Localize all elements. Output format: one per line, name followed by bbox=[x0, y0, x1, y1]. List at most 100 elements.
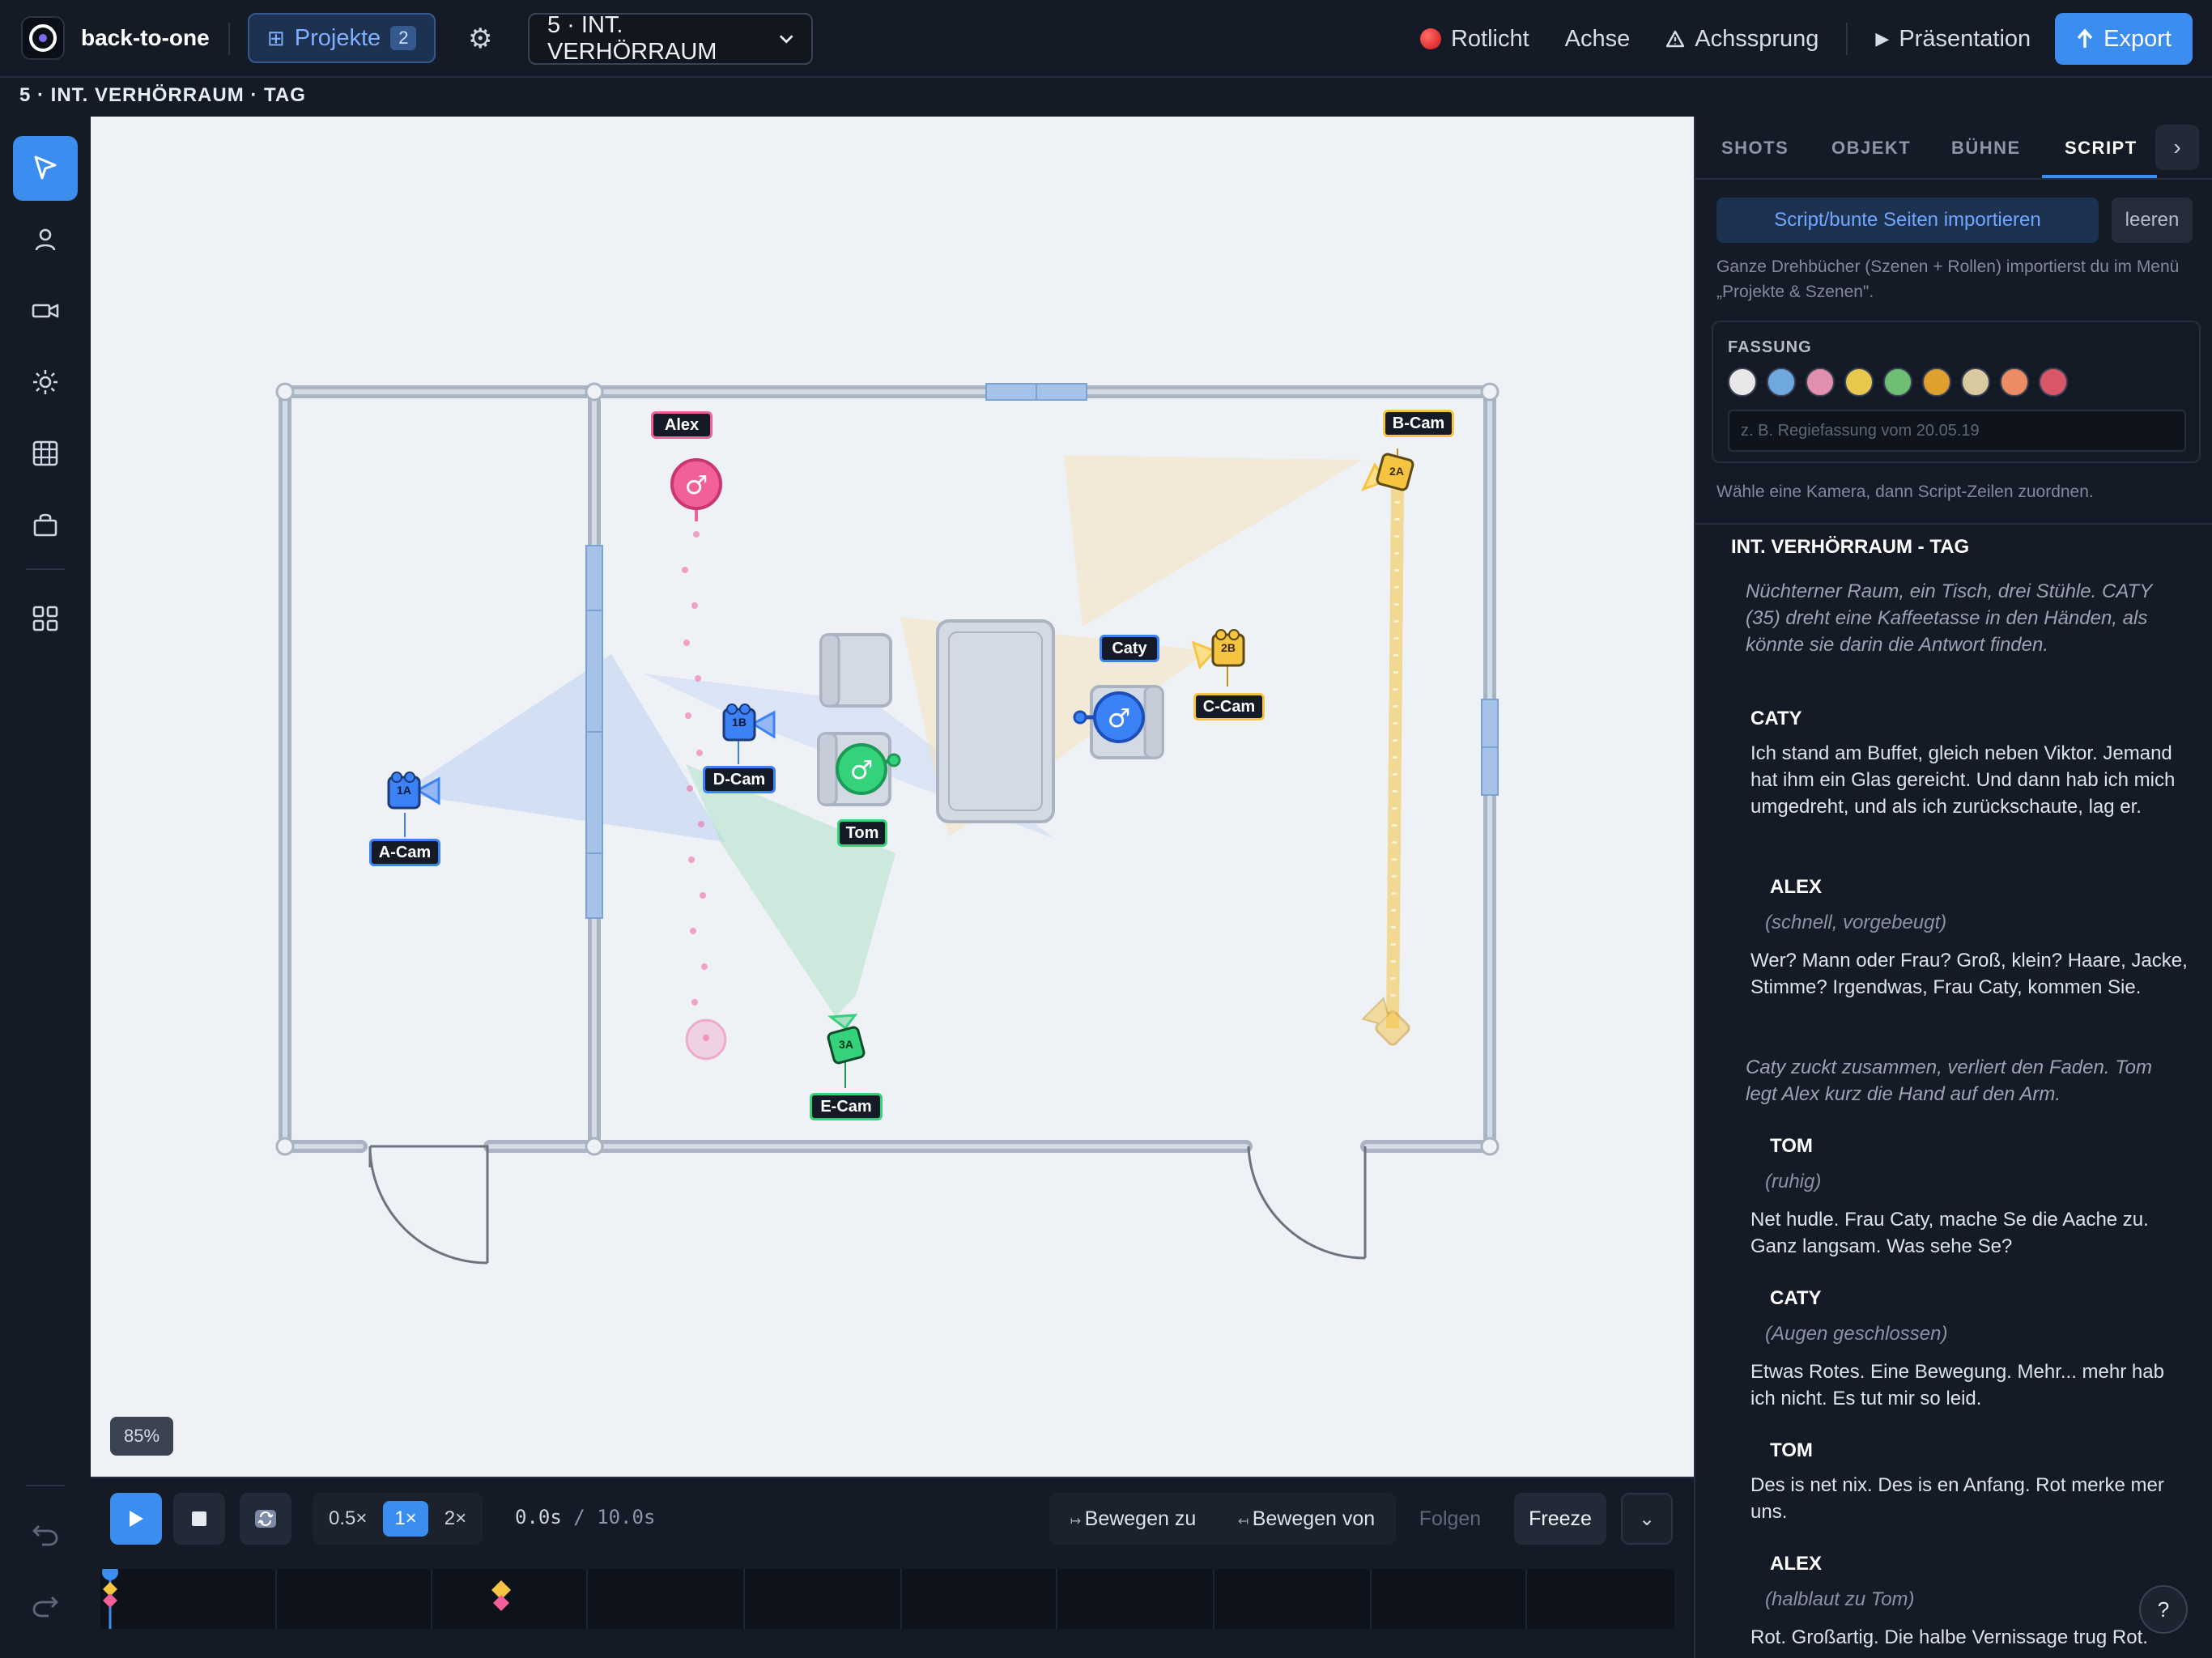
grid-icon: ⊞ bbox=[267, 25, 285, 50]
tab-shots[interactable]: SHOTS bbox=[1721, 138, 1789, 158]
e-cam-label[interactable]: E-Cam bbox=[810, 1093, 883, 1120]
help-button[interactable]: ? bbox=[2139, 1585, 2188, 1634]
divider bbox=[1695, 523, 2212, 525]
alex-figure: ♂ bbox=[670, 458, 722, 521]
axis-jump-button[interactable]: Achssprung bbox=[1648, 13, 1836, 65]
alex-label[interactable]: Alex bbox=[651, 411, 713, 439]
stop-button[interactable] bbox=[173, 1493, 225, 1545]
move-to-button[interactable]: ↦ Bewegen zu bbox=[1070, 1507, 1196, 1531]
keyframe-diamond[interactable] bbox=[493, 1595, 509, 1611]
stop-icon bbox=[192, 1511, 206, 1526]
follow-button[interactable]: Folgen bbox=[1419, 1507, 1482, 1530]
timeline-keyframes bbox=[102, 1569, 511, 1629]
scene-slugline[interactable]: INT. VERHÖRRAUM - TAG bbox=[1731, 536, 1970, 558]
a-cam-label[interactable]: A-Cam bbox=[369, 839, 440, 866]
axis-button[interactable]: Achse bbox=[1547, 13, 1648, 65]
script-character: CATY bbox=[1770, 1287, 1822, 1309]
import-hint: Ganze Drehbücher (Szenen + Rollen) impor… bbox=[1716, 257, 2180, 301]
b-cam-label[interactable]: B-Cam bbox=[1383, 410, 1454, 437]
e-cam-icon bbox=[827, 1014, 866, 1088]
tom-figure: ♂ bbox=[836, 743, 901, 795]
swatch-buff[interactable] bbox=[1961, 368, 1990, 397]
panel-collapse-chevron-icon[interactable]: › bbox=[2155, 125, 2199, 170]
swatch-salmon[interactable] bbox=[2000, 368, 2029, 397]
play-button[interactable] bbox=[110, 1493, 162, 1545]
loop-button[interactable] bbox=[240, 1493, 291, 1545]
swatch-gold[interactable] bbox=[1922, 368, 1951, 397]
caty-label[interactable]: Caty bbox=[1100, 635, 1159, 662]
timeline-track[interactable] bbox=[100, 1569, 1674, 1629]
red-dot-icon bbox=[1419, 28, 1441, 49]
script-dialogue[interactable]: Rot. Großartig. Die halbe Vernissage tru… bbox=[1750, 1626, 2148, 1648]
swatch-blue[interactable] bbox=[1767, 368, 1796, 397]
layout-tool-button[interactable] bbox=[13, 586, 78, 651]
light-tool-button[interactable] bbox=[13, 350, 78, 414]
floor-plan-canvas[interactable]: ♂ ♂ ♂ bbox=[91, 117, 1694, 1477]
redlight-label: Rotlicht bbox=[1450, 25, 1529, 52]
export-button[interactable]: Export bbox=[2055, 13, 2193, 65]
zoom-indicator[interactable]: 85% bbox=[110, 1417, 173, 1456]
tab-objekt[interactable]: OBJEKT bbox=[1831, 138, 1912, 158]
b-cam-icon bbox=[1361, 449, 1414, 491]
settings-gear-icon[interactable]: ⚙ bbox=[468, 23, 493, 54]
speed-option[interactable]: 0.5× bbox=[329, 1507, 368, 1529]
speed-option[interactable]: 2× bbox=[444, 1507, 467, 1529]
c-cam-label[interactable]: C-Cam bbox=[1193, 693, 1265, 721]
wall-joints bbox=[275, 382, 1499, 1156]
script-parenthetical: (schnell, vorgebeugt) bbox=[1765, 912, 1947, 933]
tab-buehne[interactable]: BÜHNE bbox=[1951, 138, 2021, 158]
swatch-pink[interactable] bbox=[1806, 368, 1835, 397]
scene-select[interactable]: 5 · INT. VERHÖRRAUM bbox=[528, 12, 813, 65]
warning-icon bbox=[1666, 30, 1685, 48]
redlight-button[interactable]: Rotlicht bbox=[1402, 13, 1547, 65]
script-parenthetical: (Augen geschlossen) bbox=[1765, 1323, 1948, 1345]
d-cam-label[interactable]: D-Cam bbox=[703, 766, 776, 793]
tab-script[interactable]: SCRIPT bbox=[2065, 138, 2138, 158]
clear-script-button[interactable]: leeren bbox=[2112, 198, 2193, 243]
keyframe-diamond[interactable] bbox=[491, 1580, 511, 1600]
redo-button[interactable] bbox=[13, 1574, 78, 1639]
e-cam-frustum bbox=[686, 764, 895, 1017]
script-action[interactable]: Nüchterner Raum, ein Tisch, drei Stühle.… bbox=[1746, 580, 2152, 656]
script-dialogue[interactable]: Net hudle. Frau Caty, mache Se die Aache… bbox=[1750, 1209, 2149, 1257]
bag-icon bbox=[33, 513, 57, 537]
tom-label[interactable]: Tom bbox=[837, 819, 887, 847]
speed-option-active[interactable]: 1× bbox=[383, 1501, 428, 1537]
timeline-gridline bbox=[1056, 1569, 1057, 1629]
script-dialogue[interactable]: Etwas Rotes. Eine Bewegung. Mehr... mehr… bbox=[1750, 1361, 2164, 1409]
keyframe-diamond[interactable] bbox=[103, 1593, 117, 1608]
script-action[interactable]: Caty zuckt zusammen, verliert den Faden.… bbox=[1746, 1056, 2152, 1105]
swatch-white[interactable] bbox=[1728, 368, 1757, 397]
script-character: TOM bbox=[1770, 1439, 1813, 1461]
keyframe-diamond[interactable] bbox=[103, 1582, 117, 1596]
script-character: ALEX bbox=[1770, 876, 1823, 898]
d-cam-shot-number: 1B bbox=[732, 716, 747, 729]
projects-button[interactable]: ⊞ Projekte 2 bbox=[248, 13, 436, 63]
loop-icon bbox=[255, 1510, 276, 1528]
camera-tool-button[interactable] bbox=[13, 278, 78, 343]
script-dialogue[interactable]: Ich stand am Buffet, gleich neben Viktor… bbox=[1750, 742, 2176, 818]
c-cam-icon bbox=[1191, 629, 1245, 687]
fassung-title: FASSUNG bbox=[1728, 338, 1812, 356]
freeze-button[interactable]: Freeze bbox=[1514, 1493, 1606, 1545]
select-tool-button[interactable] bbox=[13, 136, 78, 201]
swatch-yellow[interactable] bbox=[1844, 368, 1874, 397]
fassung-input[interactable]: z. B. Regiefassung vom 20.05.19 bbox=[1728, 410, 2186, 452]
script-dialogue[interactable]: Des is net nix. Des is en Anfang. Rot me… bbox=[1750, 1474, 2164, 1523]
move-from-button[interactable]: ↤ Bewegen von bbox=[1238, 1507, 1375, 1531]
undo-button[interactable] bbox=[13, 1503, 78, 1567]
import-script-button[interactable]: Script/bunte Seiten importieren bbox=[1716, 198, 2099, 243]
set-tool-button[interactable] bbox=[13, 421, 78, 486]
fassung-swatches bbox=[1728, 368, 2068, 397]
swatch-cherry[interactable] bbox=[2039, 368, 2068, 397]
person-tool-button[interactable] bbox=[13, 207, 78, 272]
move-controls: ↦ Bewegen zu ↤ Bewegen von bbox=[1049, 1493, 1396, 1545]
presentation-button[interactable]: ▶ Präsentation bbox=[1857, 13, 2048, 65]
swatch-green[interactable] bbox=[1883, 368, 1912, 397]
more-chevron-down-icon[interactable]: ⌄ bbox=[1621, 1493, 1673, 1545]
props-tool-button[interactable] bbox=[13, 492, 78, 557]
script-character: ALEX bbox=[1770, 1553, 1823, 1575]
script-dialogue[interactable]: Wer? Mann oder Frau? Groß, klein? Haare,… bbox=[1750, 950, 2188, 998]
playhead-marker[interactable] bbox=[102, 1569, 118, 1580]
brand[interactable]: back-to-one bbox=[21, 16, 210, 60]
